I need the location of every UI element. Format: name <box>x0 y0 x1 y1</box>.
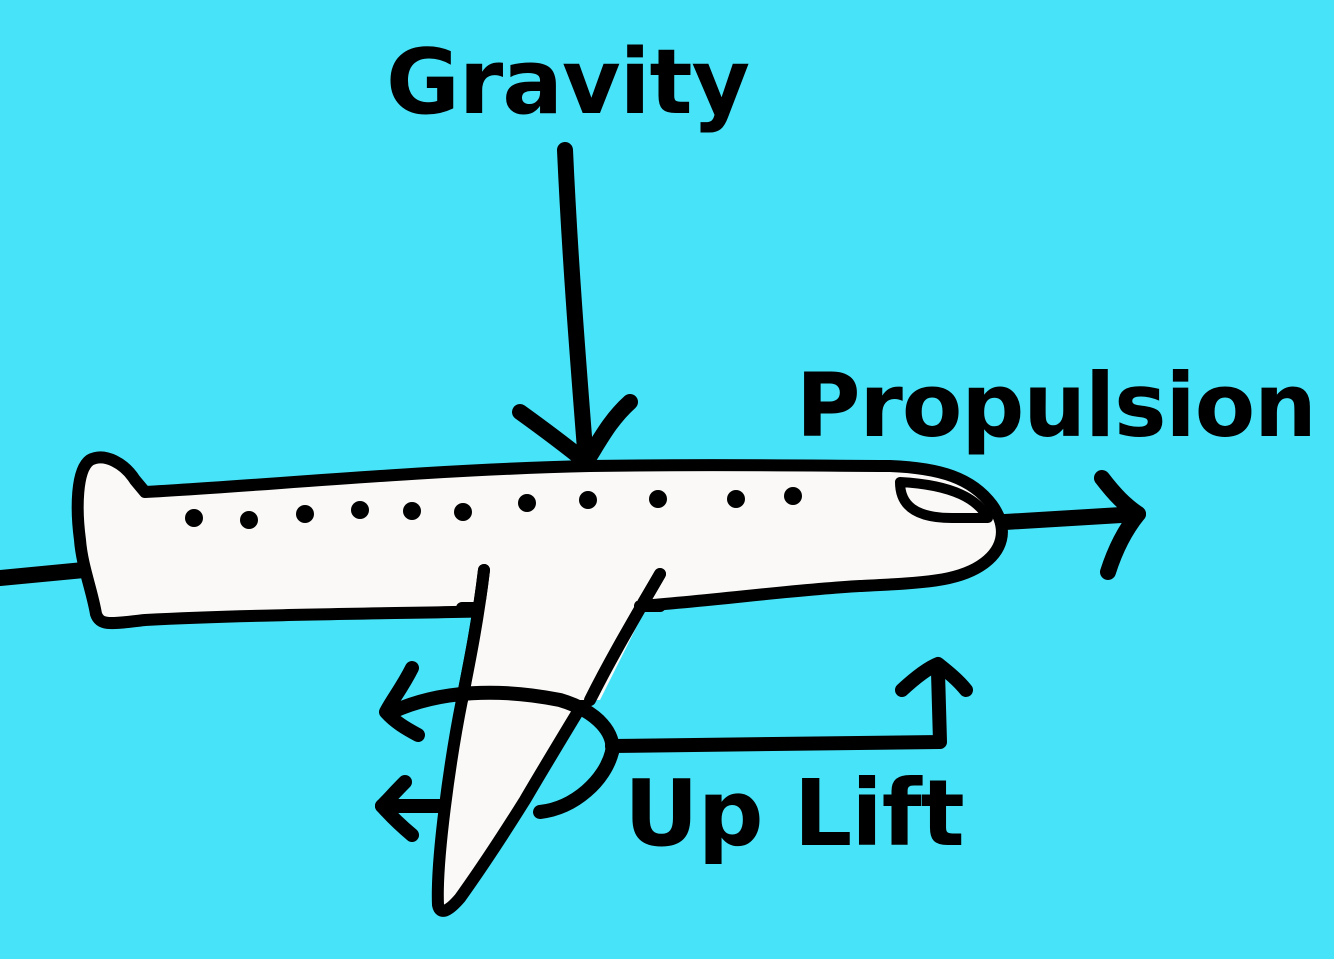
up-lift-label: Up Lift <box>624 760 965 867</box>
window-dot <box>185 509 203 527</box>
gravity-label: Gravity <box>386 30 750 135</box>
window-dot <box>240 511 258 529</box>
lift-loop-lower <box>533 745 619 819</box>
propulsion-label: Propulsion <box>796 354 1317 457</box>
arrow-right-icon <box>997 506 1146 530</box>
fuselage-bottom-under-wing <box>456 600 666 614</box>
window-dot <box>518 494 536 512</box>
window-dot <box>784 487 802 505</box>
wing-left-edge <box>456 564 490 706</box>
lift-lower-arrowhead <box>375 775 419 842</box>
lift-loop-left-arrowhead <box>379 661 425 742</box>
cockpit-window <box>895 477 993 523</box>
lift-loop-upper <box>385 685 620 759</box>
gravity-arrowhead <box>512 394 638 470</box>
window-dot <box>296 505 314 523</box>
tail-trail-line <box>0 562 92 586</box>
fuselage <box>71 451 1008 630</box>
wing-right-edge <box>584 568 666 706</box>
window-dot <box>454 503 472 521</box>
window-dot <box>403 502 421 520</box>
window-dot <box>649 490 667 508</box>
arrow-up-icon <box>605 665 947 753</box>
window-row <box>185 487 802 529</box>
window-dot <box>351 501 369 519</box>
arrow-down-icon <box>557 142 594 470</box>
window-dot <box>579 491 597 509</box>
window-dot <box>727 490 745 508</box>
propulsion-arrowhead <box>1094 470 1146 580</box>
lift-up-arrowhead <box>895 657 973 697</box>
